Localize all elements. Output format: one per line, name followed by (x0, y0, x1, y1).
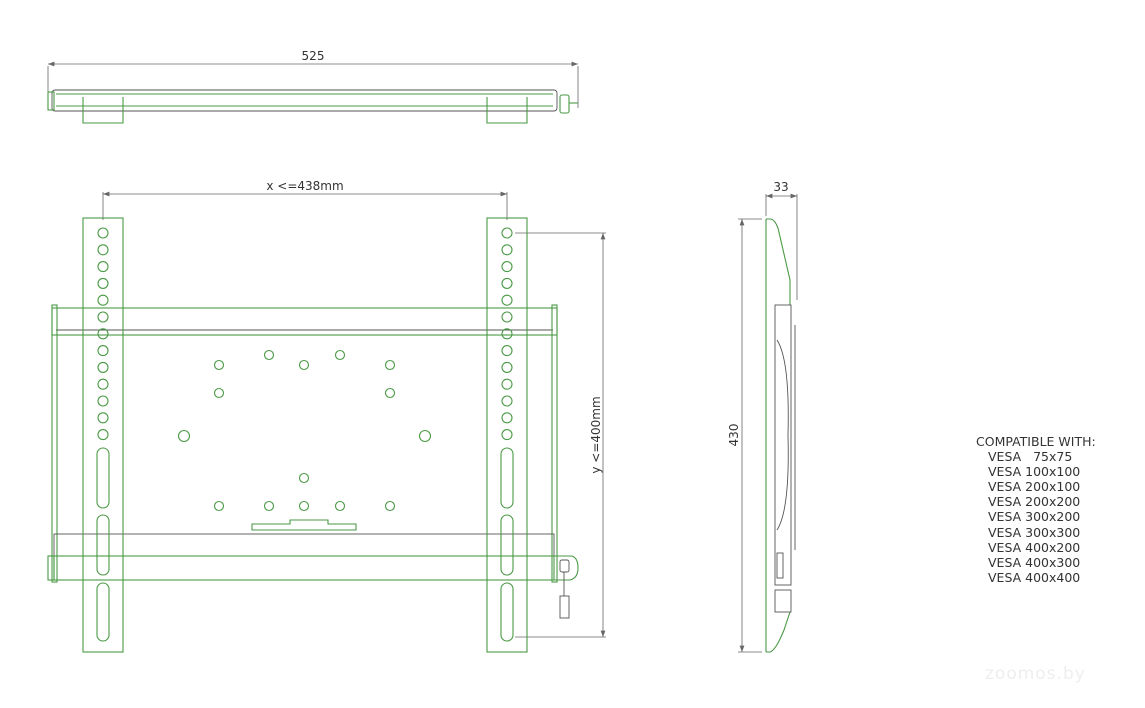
strip-hole (501, 345, 513, 357)
vesa-hole (298, 500, 310, 512)
strip-hole (97, 361, 109, 373)
strip-hole (97, 395, 109, 407)
strip-hole (501, 277, 513, 289)
vesa-item: VESA 300x300 (988, 524, 1081, 540)
vesa-hole (384, 500, 396, 512)
strip-slot (500, 447, 514, 509)
width-dimension-label: 525 (302, 49, 325, 63)
strip-slot (96, 582, 110, 642)
strip-slot (500, 582, 514, 642)
vesa-hole (213, 500, 225, 512)
vesa-item: VESA 400x400 (988, 569, 1081, 585)
vesa-item: VESA 300x200 (988, 509, 1081, 525)
strip-hole (501, 311, 513, 323)
strip-hole (501, 294, 513, 306)
vesa-item: VESA 200x100 (988, 479, 1081, 495)
strip-hole (501, 328, 513, 340)
vesa-hole (418, 429, 432, 443)
vesa-item: VESA 400x200 (988, 539, 1081, 555)
y-dimension-label: y <=400mm (589, 396, 603, 473)
watermark: zoomos.by (985, 664, 1086, 684)
strip-hole (97, 412, 109, 424)
strip-slot (96, 514, 110, 576)
vesa-hole (334, 500, 346, 512)
height-dimension-label: 430 (727, 424, 741, 447)
vesa-item: VESA 400x300 (988, 554, 1081, 570)
vesa-hole (298, 359, 310, 371)
strip-hole (501, 412, 513, 424)
strip-hole (97, 244, 109, 256)
strip-hole (97, 311, 109, 323)
strip-slot (96, 447, 110, 509)
strip-hole (97, 345, 109, 357)
compatibility-list: COMPATIBLE WITH: VESA 75x75 VESA 100x100… (976, 434, 1096, 585)
strip-hole (97, 429, 109, 441)
vesa-hole (263, 349, 275, 361)
strip-hole (501, 395, 513, 407)
strip-hole (97, 378, 109, 390)
vesa-item: VESA 100x100 (988, 464, 1081, 480)
vesa-hole (213, 387, 225, 399)
vesa-hole (384, 387, 396, 399)
side-view: 33 430 (727, 180, 798, 653)
compatibility-title: COMPATIBLE WITH: (976, 434, 1096, 449)
strip-hole (97, 294, 109, 306)
x-dimension-label: x <=438mm (266, 179, 343, 193)
vesa-item: VESA 200x200 (988, 494, 1081, 510)
vesa-hole (334, 349, 346, 361)
strip-hole (97, 261, 109, 273)
depth-dimension-label: 33 (773, 180, 788, 194)
strip-hole (501, 227, 513, 239)
vesa-hole (298, 472, 310, 484)
strip-hole (97, 277, 109, 289)
strip-hole (97, 328, 109, 340)
top-view: 525 (47, 49, 579, 124)
strip-hole (97, 227, 109, 239)
vesa-hole (263, 500, 275, 512)
strip-hole (501, 244, 513, 256)
strip-hole (501, 361, 513, 373)
vesa-hole (213, 359, 225, 371)
vesa-item: VESA 75x75 (988, 449, 1073, 465)
strip-hole (501, 261, 513, 273)
vesa-hole (177, 429, 191, 443)
strip-hole (501, 429, 513, 441)
strip-slot (500, 514, 514, 576)
strip-hole (501, 378, 513, 390)
vesa-hole (384, 359, 396, 371)
front-view: x <=438mm y <=400mm (47, 179, 606, 653)
